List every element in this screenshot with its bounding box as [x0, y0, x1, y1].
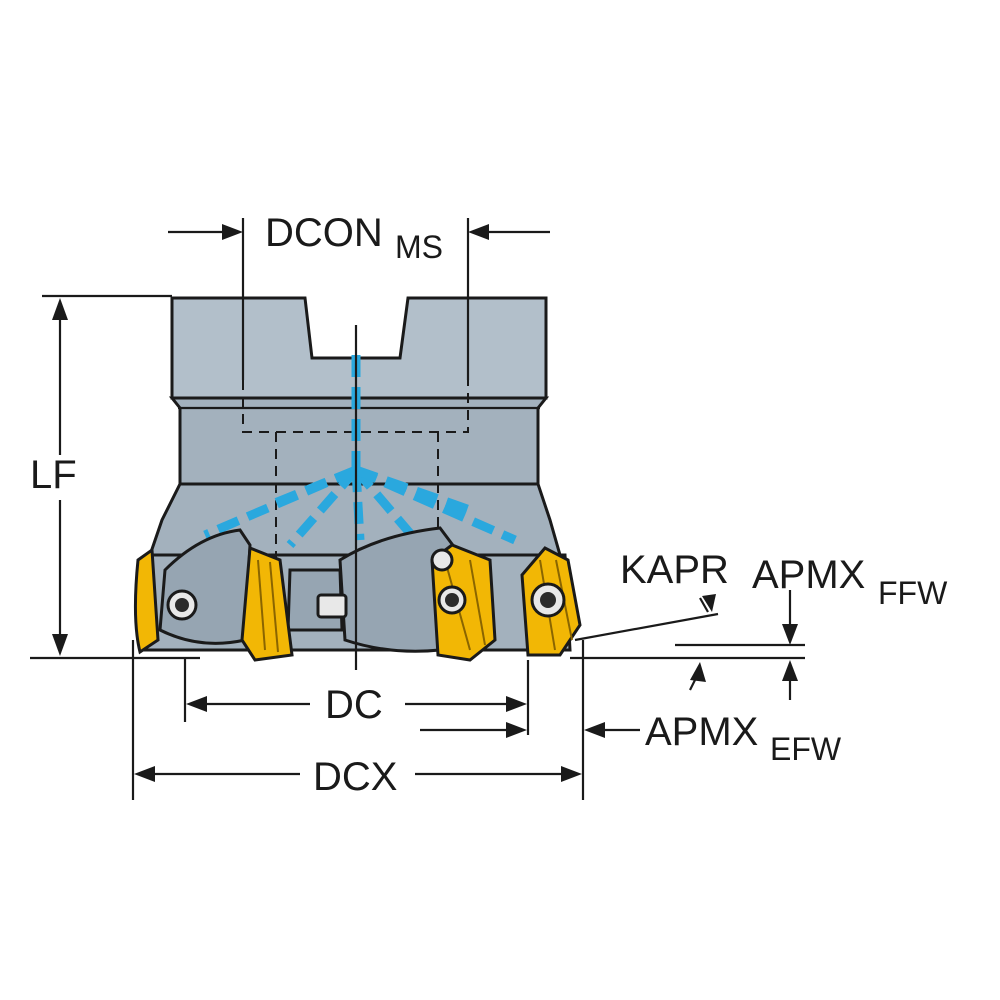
- label-apmx-ffw-sub: FFW: [878, 575, 948, 611]
- label-dcon: DCON: [265, 211, 383, 255]
- label-apmx-efw: APMX: [645, 710, 758, 754]
- label-dcx: DCX: [313, 755, 397, 799]
- lf-dimension: [30, 294, 200, 660]
- label-kapr: KAPR: [620, 548, 729, 592]
- label-dc: DC: [325, 683, 383, 727]
- label-apmx-efw-sub: EFW: [770, 731, 842, 767]
- screws: [166, 548, 566, 621]
- dcon-dimension: [168, 218, 550, 380]
- kapr-apmx-ffw-dimension: [570, 590, 805, 700]
- screw-center: [316, 593, 348, 619]
- label-dcon-sub: MS: [395, 229, 443, 265]
- shank-top: [170, 296, 548, 400]
- dcx-dimension: [131, 640, 585, 800]
- apmx-efw-dimension: [420, 722, 640, 738]
- label-apmx-ffw: APMX: [752, 553, 865, 597]
- dc-dimension: [183, 658, 530, 735]
- insert-far-left: [133, 547, 160, 655]
- coolant-channels: [203, 355, 517, 548]
- label-lf: LF: [30, 453, 77, 497]
- insert-left: [240, 545, 294, 662]
